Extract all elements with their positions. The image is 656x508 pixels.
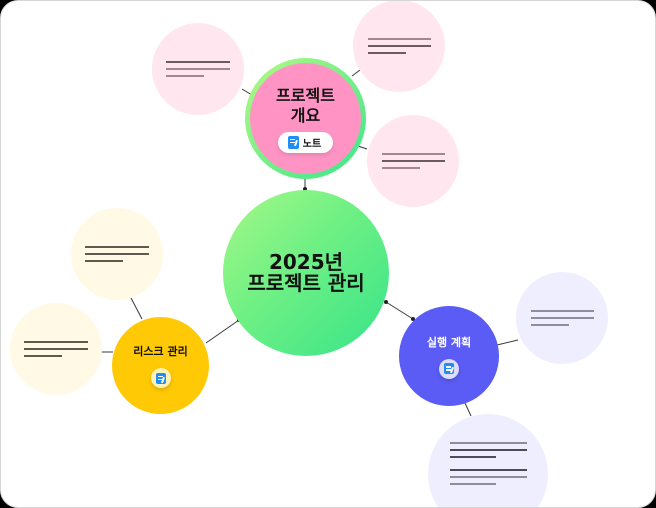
placeholder-text-lines — [530, 308, 594, 329]
central-title-line2: 프로젝트 관리 — [247, 271, 365, 295]
topic-node-project-overview[interactable]: 프로젝트 개요 노트 — [245, 58, 366, 179]
document-icon — [287, 135, 299, 149]
note-badge-label: 노트 — [302, 138, 322, 150]
topic-node-risk-management[interactable]: 리스크 관리 — [112, 317, 209, 414]
leaf-node-overview-3[interactable] — [367, 115, 459, 207]
placeholder-text-lines — [381, 151, 445, 172]
placeholder-text-lines — [449, 439, 527, 487]
topic-node-execution-plan[interactable]: 실행 계획 — [399, 306, 499, 406]
topic-title-line1: 프로젝트 — [276, 85, 335, 105]
topic-title: 실행 계획 — [426, 335, 472, 349]
leaf-node-risk-1[interactable] — [71, 208, 163, 300]
leaf-node-risk-2[interactable] — [10, 303, 102, 395]
central-title-line1: 2025년 — [268, 250, 344, 274]
placeholder-text-lines — [367, 36, 431, 57]
placeholder-text-lines — [24, 339, 88, 360]
topic-title: 리스크 관리 — [133, 345, 188, 358]
central-node[interactable]: 2025년 프로젝트 관리 — [223, 190, 389, 356]
leaf-node-execution-2[interactable] — [428, 414, 548, 507]
note-badge[interactable] — [150, 368, 171, 388]
document-icon — [444, 363, 454, 374]
note-badge[interactable] — [439, 358, 459, 379]
leaf-node-overview-1[interactable] — [152, 23, 244, 115]
document-icon — [155, 372, 166, 384]
leaf-node-overview-2[interactable] — [353, 1, 445, 92]
note-badge[interactable]: 노트 — [277, 131, 334, 153]
leaf-node-execution-1[interactable] — [516, 272, 608, 364]
placeholder-text-lines — [166, 59, 230, 80]
topic-title-line2: 개요 — [290, 105, 321, 125]
placeholder-text-lines — [85, 244, 149, 265]
